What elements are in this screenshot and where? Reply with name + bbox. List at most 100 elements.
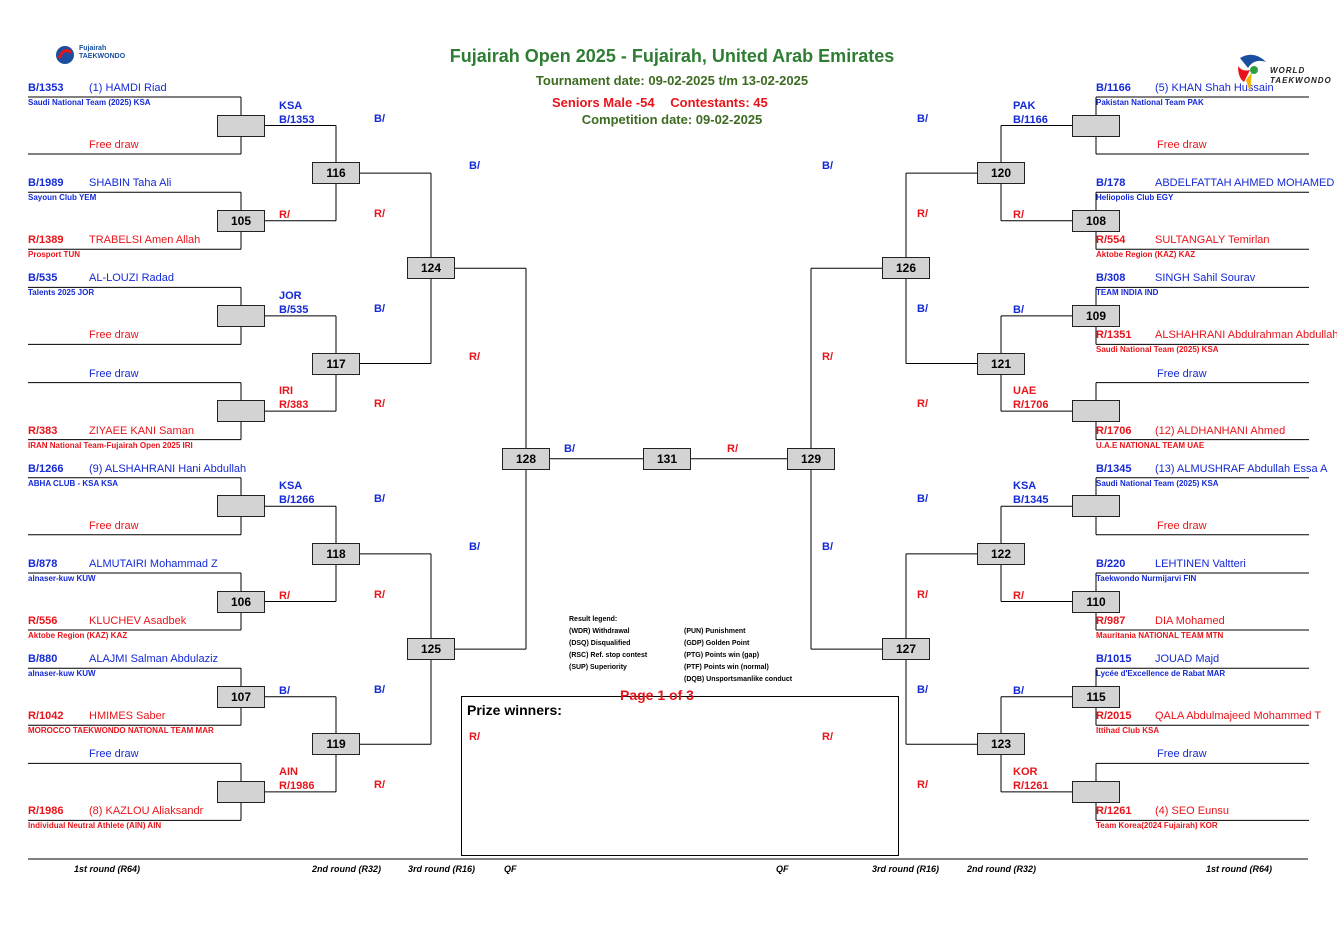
left-r3-stub-blue: B/ [469,540,480,553]
left-advance-code: R/ [279,208,290,221]
left-advance-code: R/ [279,589,290,602]
right-slot-name: (13) ALMUSHRAF Abdullah Essa A [1155,462,1328,475]
left-match-box[interactable]: 125 [407,638,455,661]
left-slot-name: AL-LOUZI Radad [89,272,174,285]
left-match-box[interactable]: 118 [312,542,360,565]
left-slot-free-draw: Free draw [89,329,139,342]
world-taekwondo-logo-line: WORLD [1270,66,1306,75]
right-r2-stub-red: R/ [917,398,928,411]
right-advance-code: B/1166 [1013,113,1048,126]
left-slot-name: ZIYAEE KANI Saman [89,424,194,437]
left-advance-country: KSA [279,99,303,112]
left-slot-club: Talents 2025 JOR [28,288,95,298]
left-slot-free-draw: Free draw [89,139,139,151]
right-slot-name: (5) KHAN Shah Hussain [1155,82,1274,94]
left-slot-code: R/556 [28,615,58,627]
right-match-box[interactable]: 126 [882,257,930,280]
left-match-box[interactable] [217,304,265,327]
right-slot-name: SINGH Sahil Sourav [1155,272,1256,285]
fujairah-logo-icon [56,46,74,64]
right-advance-country: UAE [1013,385,1037,398]
right-slot-club: Team Korea(2024 Fujairah) KOR [1096,821,1218,831]
fujairah-logo-line: Fujairah [79,45,107,52]
left-match-box[interactable]: 106 [217,590,265,613]
right-match-box[interactable]: 121 [977,352,1025,375]
round-label-right-r64: 1st round (R64) [1206,864,1273,874]
left-r2-stub-blue: B/ [374,302,385,315]
competition-date: Competition date: 09-02-2025 [581,112,763,127]
right-r3-stub-red: R/ [822,731,833,744]
left-slot-club: ABHA CLUB - KSA KSA [28,478,119,488]
right-advance-code: R/1706 [1013,399,1049,412]
right-slot-club: Lycée d'Excellence de Rabat MAR [1096,669,1226,679]
right-match-box[interactable]: 120 [977,162,1025,185]
left-r3-stub-red: R/ [469,350,480,363]
right-match-box[interactable]: 109 [1072,304,1120,327]
right-r3-stub-red: R/ [822,350,833,363]
right-r3-stub-blue: B/ [822,540,833,553]
right-slot-free-draw: Free draw [1157,519,1207,532]
right-slot-name: (12) ALDHANHANI Ahmed [1155,424,1286,437]
left-slot-name: KLUCHEV Asadbek [89,615,187,627]
right-match-box[interactable]: 123 [977,733,1025,756]
contestants: Contestants: 45 [670,95,768,110]
right-slot-name: LEHTINEN Valtteri [1155,558,1246,570]
left-r2-stub-blue: B/ [374,493,385,506]
fujairah-logo-text: Fujairah TAEKWONDO [79,45,125,61]
left-slot-club: alnaser-kuw KUW [28,669,96,679]
left-slot-club: Prosport TUN [28,250,80,260]
right-slot-code: B/178 [1096,177,1126,190]
left-match-box[interactable]: 124 [407,257,455,280]
right-match-box[interactable]: 115 [1072,685,1120,708]
right-advance-code: B/ [1013,684,1024,697]
right-qf-box[interactable]: 129 [787,447,835,470]
right-advance-code: B/1345 [1013,494,1049,507]
left-slot-name: ALAJMI Salman Abdulaziz [89,653,219,666]
left-advance-code: B/535 [279,303,309,316]
right-match-box[interactable] [1072,780,1120,803]
right-match-box[interactable] [1072,114,1120,137]
right-match-box[interactable]: 110 [1072,590,1120,613]
page-label: Page 1 of 3 [620,687,694,703]
right-r2-stub-red: R/ [917,778,928,791]
right-advance-code: R/1261 [1013,779,1049,792]
left-slot-name: (8) KAZLOU Aliaksandr [89,805,204,818]
world-taekwondo-logo-line: TAEKWONDO [1270,76,1332,85]
round-label-right-r16: 3rd round (R16) [872,864,940,874]
left-match-box[interactable] [217,114,265,137]
left-match-box[interactable]: 117 [312,352,360,375]
right-match-box[interactable]: 127 [882,638,930,661]
left-match-box[interactable] [217,495,265,518]
left-slot-club: Individual Neutral Athlete (AIN) AIN [28,821,162,831]
left-match-box[interactable]: 119 [312,733,360,756]
left-r3-stub-blue: B/ [469,160,480,173]
left-match-box[interactable]: 116 [312,162,360,185]
right-slot-name: QALA Abdulmajeed Mohammed T [1155,710,1322,723]
left-match-box[interactable] [217,400,265,423]
left-advance-country: KSA [279,480,303,493]
left-slot-name: SHABIN Taha Ali [89,177,172,190]
right-r2-stub-blue: B/ [917,302,928,315]
right-match-box[interactable]: 108 [1072,209,1120,232]
left-slot-club: Saudi National Team (2025) KSA [28,98,151,107]
left-match-box[interactable] [217,780,265,803]
round-label-left-qf: QF [504,864,517,874]
right-match-box[interactable]: 122 [977,542,1025,565]
right-match-box[interactable] [1072,400,1120,423]
right-match-box[interactable] [1072,495,1120,518]
left-qf-box[interactable]: 128 [502,447,550,470]
left-r2-stub-red: R/ [374,588,385,601]
left-match-box[interactable]: 107 [217,685,265,708]
left-slot-free-draw: Free draw [89,367,139,380]
right-slot-name: ABDELFATTAH AHMED MOHAMED [1155,177,1335,190]
left-r2-stub-red: R/ [374,778,385,791]
left-match-box[interactable]: 105 [217,209,265,232]
final-match-box[interactable]: 131 [643,447,691,470]
fujairah-logo: Fujairah TAEKWONDO [54,44,125,66]
left-slot-name: TRABELSI Amen Allah [89,234,201,247]
legend-item: (DQB) Unsportsmanlike conduct [684,676,793,683]
right-slot-code: B/220 [1096,558,1126,570]
right-slot-code: R/554 [1096,234,1126,247]
right-slot-code: R/1351 [1096,329,1132,342]
